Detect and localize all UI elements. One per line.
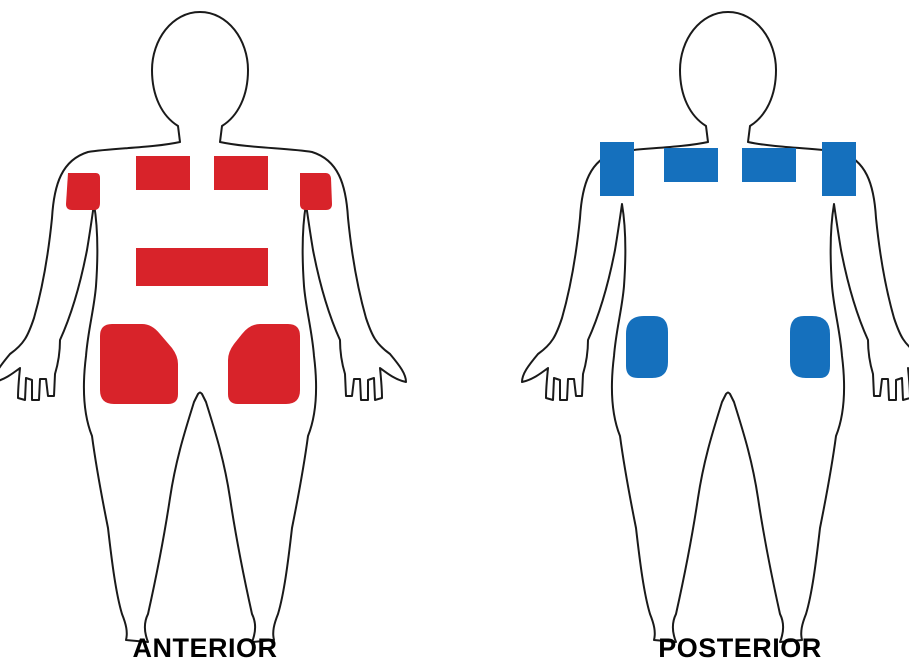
posterior-label: POSTERIOR xyxy=(590,632,890,664)
anterior-body-outline xyxy=(0,12,406,642)
posterior-upper-back-right-site xyxy=(742,148,796,182)
posterior-body-outline xyxy=(522,12,909,642)
posterior-right-buttock-site xyxy=(790,316,830,378)
anterior-upper-chest-left-site xyxy=(136,156,190,190)
posterior-upper-back-left-site xyxy=(664,148,718,182)
anterior-left-upper-arm-site xyxy=(66,173,100,210)
posterior-left-buttock-site xyxy=(626,316,668,378)
posterior-left-upper-arm-site xyxy=(600,142,634,196)
posterior-right-upper-arm-site xyxy=(822,142,856,196)
anterior-label: ANTERIOR xyxy=(55,632,355,664)
posterior-figure xyxy=(522,12,909,642)
anterior-right-upper-arm-site xyxy=(300,173,332,210)
anterior-abdomen-site xyxy=(136,248,268,286)
anterior-upper-chest-right-site xyxy=(214,156,268,190)
anterior-figure xyxy=(0,12,406,642)
